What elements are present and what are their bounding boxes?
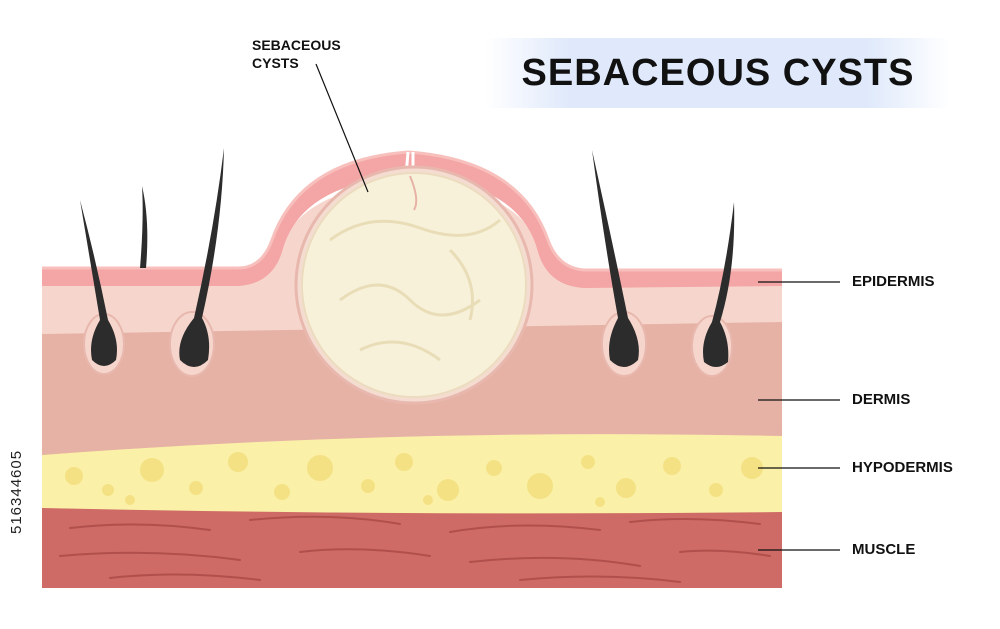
- epidermis-layer: [42, 152, 782, 288]
- page-title: SEBACEOUS CYSTS: [521, 51, 915, 94]
- hair-follicle-3: [169, 148, 224, 377]
- hair-follicles: [80, 148, 735, 377]
- hair-follicle-4: [592, 150, 647, 377]
- muscle-fibers: [59, 515, 771, 583]
- layer-label-epidermis: EPIDERMIS: [852, 273, 935, 290]
- cyst-leader-line: [315, 63, 369, 193]
- cyst-label-line1: SEBACEOUS: [252, 37, 341, 53]
- layer-label-muscle: MUSCLE: [852, 541, 916, 558]
- fat-cells: [65, 452, 763, 507]
- cyst-label: SEBACEOUS CYSTS: [252, 36, 341, 72]
- hair-follicle-1: [80, 200, 125, 375]
- layer-label-dermis: DERMIS: [852, 391, 911, 408]
- hypodermis-layer: [42, 430, 782, 514]
- hair-follicle-5: [691, 202, 735, 377]
- cyst-label-line2: CYSTS: [252, 55, 299, 71]
- cyst-contents: [329, 218, 501, 362]
- cyst-sac: [301, 172, 527, 398]
- title-background: [486, 38, 950, 108]
- layer-label-hypodermis: HYPODERMIS: [852, 459, 953, 476]
- stock-id: 516344605: [8, 449, 25, 535]
- hair-follicle-2: [140, 186, 148, 268]
